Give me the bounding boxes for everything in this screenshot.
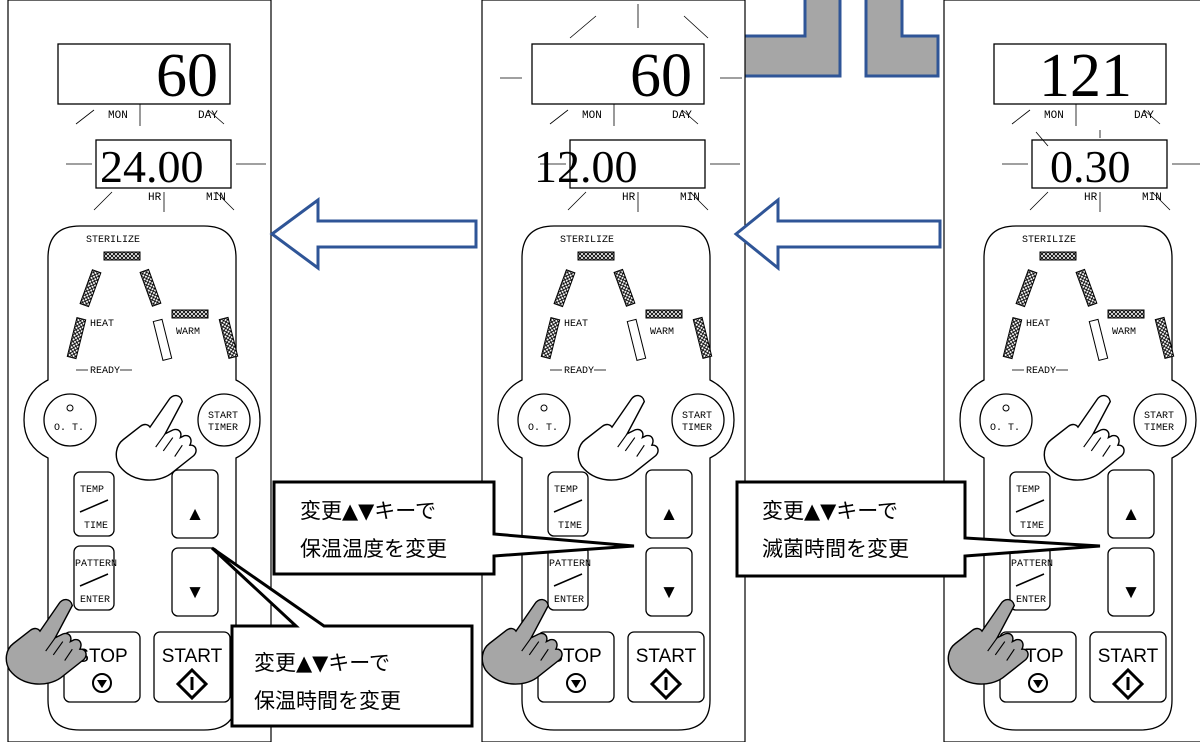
ot-button[interactable]: O. T.	[54, 423, 84, 434]
blink-rays-middle	[500, 4, 742, 79]
callout-middle: 変更▲▼キーで 保温温度を変更	[272, 480, 635, 576]
ot-button[interactable]: O. T.	[528, 423, 558, 434]
min-label: MIN	[206, 192, 226, 204]
flow-elbow-left	[742, 0, 842, 78]
ready-label: READY	[1026, 366, 1056, 377]
mon-label: MON	[1044, 110, 1064, 122]
flow-arrow-left	[269, 197, 478, 271]
warm-label: WARM	[650, 327, 674, 338]
day-label: DAY	[198, 110, 218, 122]
ready-label: READY	[90, 366, 120, 377]
temp-label: TEMP	[554, 485, 578, 496]
start-timer-label-2: TIMER	[208, 423, 238, 434]
sterilize-label: STERILIZE	[86, 235, 140, 246]
warm-label: WARM	[176, 327, 200, 338]
down-button[interactable]: ▼	[660, 582, 679, 603]
day-label: DAY	[672, 110, 692, 122]
callout-right-line1: 変更▲▼キーで	[762, 499, 898, 523]
down-button[interactable]: ▼	[186, 582, 205, 603]
stop-button[interactable]: STOP	[550, 646, 601, 667]
start-timer-label-1: START	[1144, 411, 1174, 422]
min-label: MIN	[1142, 192, 1162, 204]
pattern-label: PATTERN	[549, 559, 591, 570]
controller-panel-2: 60 12.00 MON DAY HR MIN STERILIZE HEAT W…	[480, 0, 747, 742]
start-button[interactable]: START	[162, 646, 223, 667]
flow-arrow-middle	[733, 196, 942, 272]
flow-elbow-right	[864, 0, 940, 78]
min-label: MIN	[680, 192, 700, 204]
time-display: 0.30	[1050, 141, 1131, 192]
mon-label: MON	[582, 110, 602, 122]
time-display: 24.00	[100, 141, 204, 192]
down-button[interactable]: ▼	[1122, 582, 1141, 603]
time-label: TIME	[558, 521, 582, 532]
ot-button[interactable]: O. T.	[990, 423, 1020, 434]
hr-label: HR	[622, 192, 636, 204]
sterilize-label: STERILIZE	[1022, 235, 1076, 246]
warm-label: WARM	[1112, 327, 1136, 338]
heat-label: HEAT	[90, 319, 114, 330]
temp-label: TEMP	[1016, 485, 1040, 496]
pattern-label: PATTERN	[1011, 559, 1053, 570]
temp-label: TEMP	[80, 485, 104, 496]
up-button[interactable]: ▲	[1122, 504, 1141, 525]
start-timer-label-1: START	[208, 411, 238, 422]
pattern-label: PATTERN	[75, 559, 117, 570]
start-button[interactable]: START	[1098, 646, 1159, 667]
start-timer-label-2: TIMER	[1144, 423, 1174, 434]
callout-left: 変更▲▼キーで 保温時間を変更	[210, 546, 474, 728]
sterilize-label: STERILIZE	[560, 235, 614, 246]
ready-label: READY	[564, 366, 594, 377]
callout-right-line2: 滅菌時間を変更	[762, 537, 909, 561]
heat-label: HEAT	[564, 319, 588, 330]
up-button[interactable]: ▲	[660, 504, 679, 525]
stop-button[interactable]: STOP	[76, 646, 127, 667]
controller-panel-1: 60 24.00 MON DAY HR MIN STERILIZE HEAT W…	[5, 0, 273, 742]
callout-left-line1: 変更▲▼キーで	[254, 651, 390, 675]
day-display: 60	[630, 42, 692, 110]
up-button[interactable]: ▲	[186, 504, 205, 525]
callout-right: 変更▲▼キーで 滅菌時間を変更	[735, 480, 1101, 578]
start-timer-label-2: TIMER	[682, 423, 712, 434]
enter-button[interactable]: ENTER	[80, 595, 110, 606]
hr-label: HR	[1084, 192, 1098, 204]
callout-left-line2: 保温時間を変更	[254, 689, 401, 713]
day-display: 121	[1039, 42, 1132, 110]
mon-label: MON	[108, 110, 128, 122]
start-timer-label-1: START	[682, 411, 712, 422]
blink-rays-right	[1035, 130, 1101, 147]
day-display: 60	[156, 42, 218, 110]
enter-button[interactable]: ENTER	[1016, 595, 1046, 606]
hr-label: HR	[148, 192, 162, 204]
controller-panel-3: 121 0.30 MON DAY HR MIN STERILIZE HEAT W…	[942, 0, 1200, 742]
heat-label: HEAT	[1026, 319, 1050, 330]
enter-button[interactable]: ENTER	[554, 595, 584, 606]
time-display: 12.00	[534, 141, 638, 192]
start-button[interactable]: START	[636, 646, 697, 667]
callout-middle-line2: 保温温度を変更	[300, 537, 447, 561]
time-label: TIME	[1020, 521, 1044, 532]
day-label: DAY	[1134, 110, 1154, 122]
time-label: TIME	[84, 521, 108, 532]
callout-middle-line1: 変更▲▼キーで	[300, 499, 436, 523]
